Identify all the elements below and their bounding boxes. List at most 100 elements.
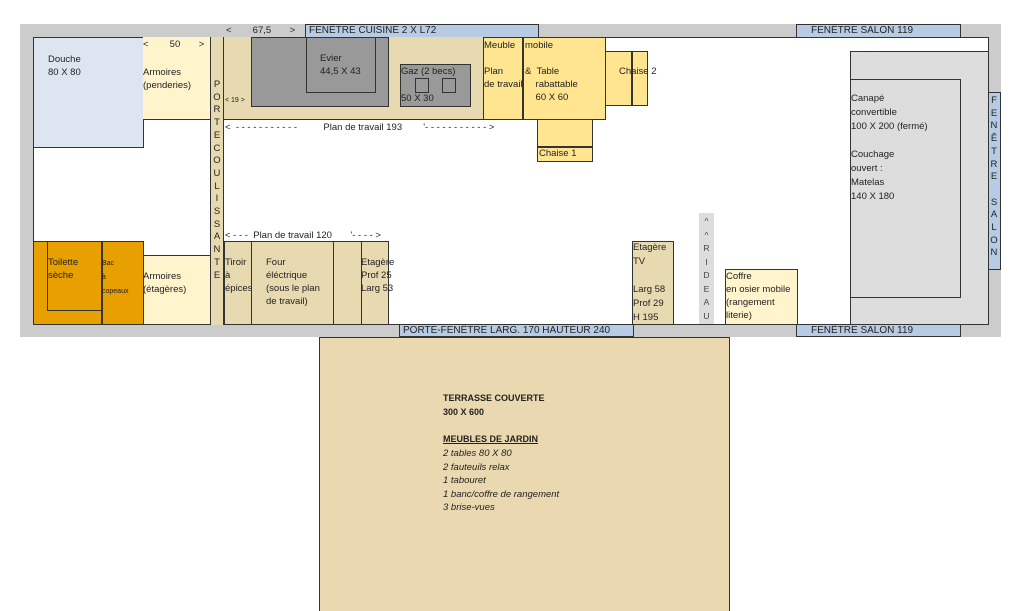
- vertical-letter: A: [703, 297, 710, 307]
- shelf-label: Etagère Prof 25 Larg 53: [361, 257, 395, 294]
- sink-label: Evier 44,5 X 43: [320, 53, 361, 77]
- vertical-letter: [993, 184, 996, 197]
- vertical-letter: O: [990, 234, 998, 246]
- chair-1: [537, 119, 593, 162]
- toilet-label: Toilette sèche: [48, 257, 79, 281]
- vertical-letter: ^: [704, 216, 709, 226]
- terrace-size: 300 X 600: [443, 407, 485, 417]
- bin-label: Bac à copeaux: [102, 260, 129, 295]
- chair-2-divider: [631, 51, 633, 106]
- salon-window-top: FENÊTRE SALON 119: [796, 24, 961, 38]
- furniture-item: 2 fauteuils relax: [443, 461, 510, 473]
- vertical-letter: N: [990, 247, 998, 259]
- vertical-letter: I: [215, 193, 219, 205]
- gas-stove: [400, 64, 471, 107]
- chest: [725, 269, 798, 325]
- vertical-letter: L: [214, 180, 220, 192]
- shelf: [361, 241, 389, 325]
- vertical-letter: T: [214, 256, 220, 268]
- toilet: [47, 241, 103, 311]
- dim-67-5: < 67,5 >: [226, 25, 296, 36]
- sofa: [850, 51, 989, 325]
- wardrobe-top-label: Armoires (penderies): [143, 67, 192, 91]
- vertical-letter: R: [213, 104, 221, 116]
- vertical-letter: S: [213, 206, 221, 218]
- vertical-letter: E: [213, 129, 221, 141]
- vertical-letter: O: [213, 155, 221, 167]
- mobile-divider: [522, 37, 524, 120]
- vertical-letter: U: [213, 167, 221, 179]
- furniture-item: 3 brise-vues: [443, 502, 495, 513]
- vertical-letter: ^: [704, 229, 709, 240]
- counter-120: < - - - Plan de travail 120 '- - - - >: [225, 230, 381, 241]
- vertical-letter: S: [990, 196, 998, 208]
- gas-size: 50 X 30: [401, 93, 434, 104]
- vertical-letter: R: [703, 243, 710, 253]
- patio-door: PORTE-FENÊTRE LARG. 170 HAUTEUR 240: [399, 324, 634, 337]
- shower: [33, 37, 144, 148]
- tv-shelf-label: Etagère TV Larg 58 Prof 29 H 195: [633, 242, 667, 323]
- vertical-letter: U: [703, 310, 710, 321]
- tv-shelf: [632, 241, 674, 325]
- chest-label: Coffre en osier mobile (rangement literi…: [726, 271, 791, 321]
- terrace: [319, 337, 730, 611]
- furniture-item: 1 banc/coffre de rangement: [443, 488, 560, 500]
- furniture-item: 2 tables 80 X 80: [443, 448, 512, 459]
- wardrobe-top: [143, 37, 211, 120]
- kitchen-window: FENÊTRE CUISINE 2 X L72: [305, 24, 539, 38]
- vertical-letter: T: [991, 145, 997, 157]
- vertical-letter: A: [990, 209, 998, 221]
- salon-window-bottom: FENÊTRE SALON 119: [796, 324, 961, 337]
- chair-2-label: Chaise 2: [619, 66, 657, 77]
- vertical-letter: E: [990, 107, 998, 119]
- chair-1-divider: [537, 146, 593, 148]
- burner-1: [415, 78, 429, 93]
- oven-label: Four éléctrique (sous le plan de travail…: [266, 257, 320, 307]
- vertical-letter: D: [703, 270, 710, 280]
- mobile-unit: [483, 37, 606, 120]
- vertical-letter: I: [705, 256, 708, 267]
- counter-193: < - - - - - - - - - - - Plan de travail …: [225, 122, 495, 133]
- vertical-letter: T: [214, 117, 220, 129]
- counter-space: [333, 241, 362, 325]
- vertical-letter: N: [213, 244, 221, 256]
- furniture-item: 1 tabouret: [443, 475, 486, 486]
- vertical-letter: E: [990, 171, 998, 183]
- vertical-letter: O: [213, 91, 221, 103]
- mobile-label-b: mobile & Table rabattable 60 X 60: [525, 40, 578, 103]
- vertical-letter: F: [991, 95, 997, 106]
- terrace-title: TERRASSE COUVERTE: [443, 393, 545, 403]
- vertical-letter: R: [990, 158, 998, 170]
- drawer: [224, 241, 252, 325]
- vertical-letter: E: [703, 283, 710, 294]
- gap-19: < 19 >: [225, 97, 245, 104]
- wardrobe-bottom-label: Armoires (étagères): [143, 271, 187, 295]
- vertical-letter: N: [990, 120, 998, 132]
- vertical-letter: L: [991, 222, 997, 234]
- furniture-list: 2 tables 80 X 80 2 fauteuils relax 1 tab…: [443, 447, 559, 515]
- sofa-label: Canapé convertible 100 X 200 (fermé) Cou…: [851, 93, 928, 202]
- mobile-label-a: Meuble Plan de travail: [484, 40, 523, 90]
- sink: [306, 37, 376, 93]
- vertical-letter: Ê: [990, 133, 998, 145]
- drawer-label: Tiroir à épices: [225, 257, 253, 294]
- wardrobe-bottom: [143, 255, 211, 325]
- vertical-letter: A: [213, 231, 221, 243]
- chair-2: [605, 51, 648, 106]
- vertical-letter: P: [213, 79, 221, 90]
- burner-2: [442, 78, 456, 93]
- mattress: [850, 79, 961, 298]
- shower-label: Douche 80 X 80: [48, 54, 81, 78]
- furniture-title: MEUBLES DE JARDIN: [443, 434, 539, 444]
- vertical-letter: S: [213, 218, 221, 230]
- wardrobe-dim: < 50 >: [143, 39, 205, 50]
- gas-title: Gaz (2 becs): [401, 66, 456, 77]
- bin-divider: [101, 241, 103, 325]
- vertical-letter: C: [213, 142, 221, 154]
